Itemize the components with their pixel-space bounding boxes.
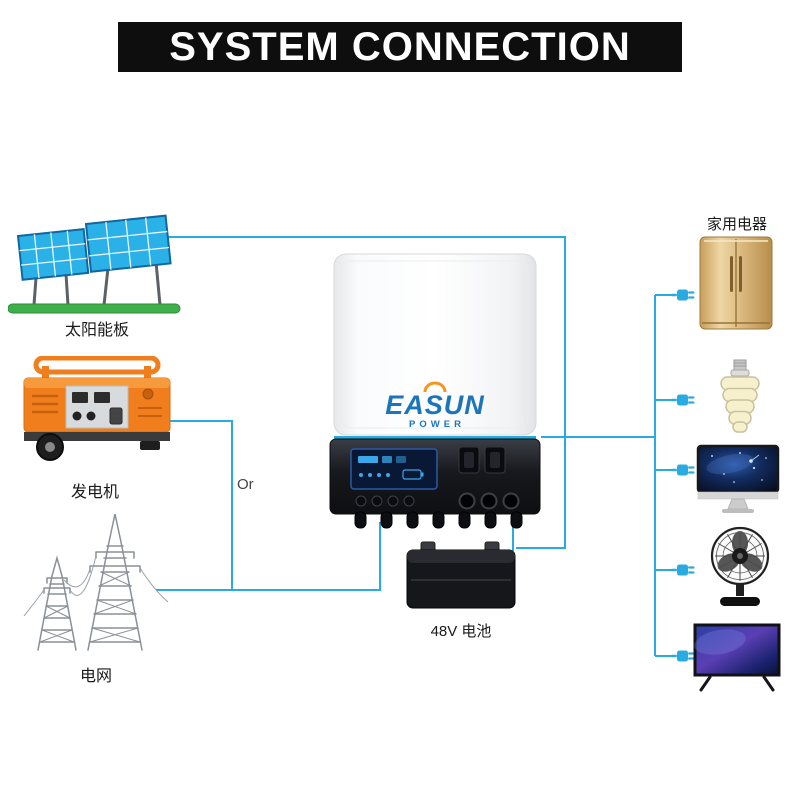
inverter-cable-glands bbox=[354, 511, 523, 529]
battery-label: 48V 电池 bbox=[430, 623, 492, 640]
fridge-icon bbox=[699, 236, 773, 330]
wire-solar-to-battery bbox=[167, 236, 566, 549]
tv-icon bbox=[693, 623, 781, 692]
battery-icon bbox=[406, 541, 516, 609]
solar-panel-back bbox=[16, 228, 90, 281]
or-label: Or bbox=[237, 476, 254, 493]
solar-panel-front bbox=[84, 214, 172, 273]
logo-sun-icon bbox=[423, 381, 447, 393]
fan-icon bbox=[710, 526, 770, 606]
inverter-accent-line bbox=[334, 436, 536, 439]
plug-icon bbox=[671, 564, 695, 576]
generator-label: 发电机 bbox=[70, 484, 120, 501]
inverter-buttons bbox=[355, 495, 415, 507]
inverter-icon: EASUN POWER bbox=[329, 253, 541, 529]
brand-logo: EASUN bbox=[385, 390, 485, 420]
generator-icon bbox=[23, 356, 171, 461]
title-banner: SYSTEM CONNECTION bbox=[118, 22, 682, 72]
grid-label: 电网 bbox=[79, 668, 113, 685]
solar-panel-icon bbox=[8, 214, 181, 314]
appliances-label: 家用电器 bbox=[706, 216, 768, 233]
plug-icon bbox=[671, 650, 695, 662]
page-title: SYSTEM CONNECTION bbox=[169, 24, 631, 69]
monitor-icon bbox=[696, 444, 780, 513]
plug-icon bbox=[671, 289, 695, 301]
brand-logo-sub: POWER bbox=[409, 419, 465, 430]
plug-icon bbox=[671, 464, 695, 476]
inverter-breakers bbox=[458, 446, 506, 474]
cfl-bulb-icon bbox=[720, 359, 760, 433]
plug-icon bbox=[671, 394, 695, 406]
solar-panel-label: 太阳能板 bbox=[64, 322, 130, 339]
inverter-ports bbox=[458, 492, 520, 510]
inverter-body bbox=[333, 253, 537, 436]
inverter-lcd bbox=[350, 448, 438, 490]
power-grid-icon bbox=[23, 513, 169, 651]
